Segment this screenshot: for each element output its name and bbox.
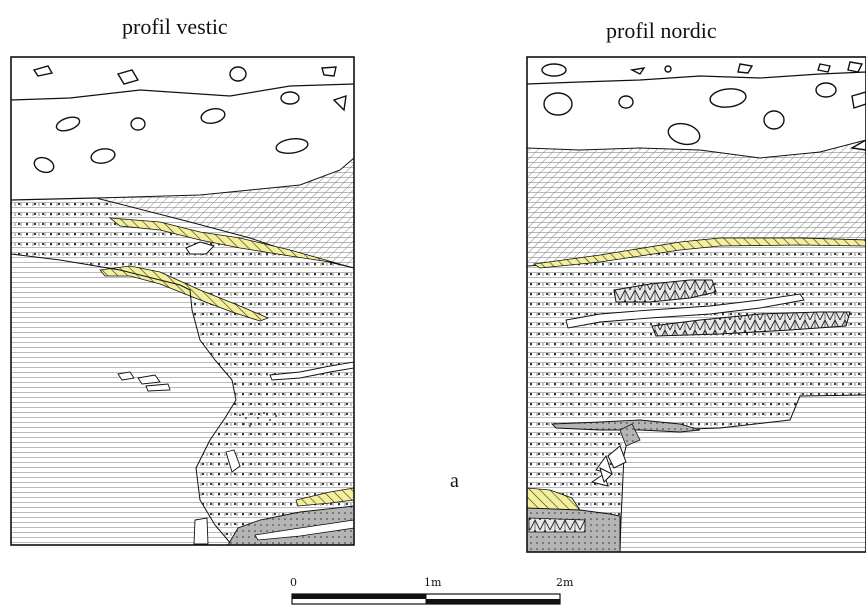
scale-bar bbox=[291, 593, 561, 605]
west-top-stone-layer bbox=[11, 57, 354, 200]
north-top-stone-layer bbox=[527, 57, 866, 158]
north-stones bbox=[541, 61, 866, 151]
west-profile-title: profil vestic bbox=[122, 14, 228, 39]
north-profile-title: profil nordic bbox=[606, 18, 717, 43]
west-profile bbox=[10, 56, 355, 546]
north-yellow-band bbox=[532, 237, 866, 269]
scale-tick-1m: 1m bbox=[424, 576, 442, 589]
figure-panel-letter: a bbox=[450, 470, 459, 492]
west-stones bbox=[32, 65, 347, 174]
north-profile bbox=[526, 56, 866, 553]
scale-tick-2m: 2m bbox=[556, 576, 574, 589]
west-profile-frame bbox=[10, 56, 355, 546]
west-yellow-band-lower bbox=[99, 265, 270, 322]
north-profile-frame bbox=[526, 56, 866, 553]
west-yellow-band-upper bbox=[108, 217, 355, 269]
scale-tick-0: 0 bbox=[290, 576, 297, 589]
